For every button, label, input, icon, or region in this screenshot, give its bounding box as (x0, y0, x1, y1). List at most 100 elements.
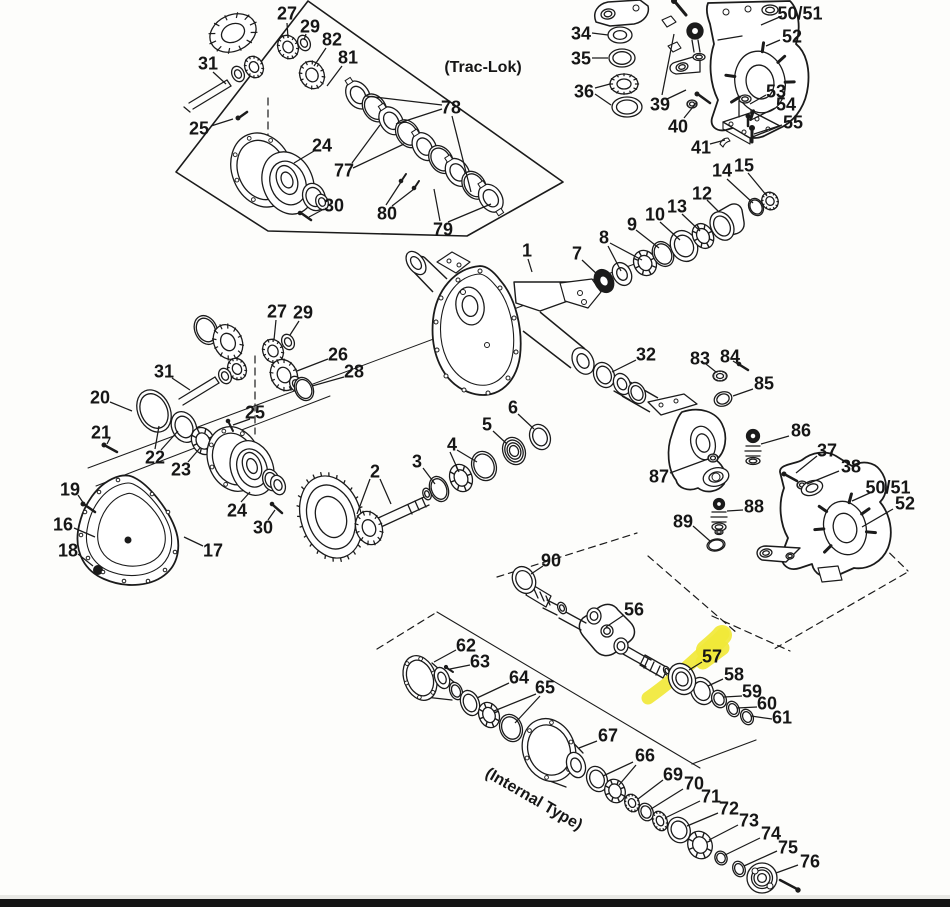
leader-line-9 (635, 229, 660, 249)
leader-line-78 (451, 115, 472, 193)
leader-line-56 (605, 614, 625, 628)
leader-line-54 (750, 107, 776, 121)
callout-30-8: 30 (324, 196, 344, 216)
callout-84-34: 84 (720, 347, 740, 367)
leader-line-2 (379, 478, 392, 505)
callout-35-13: 35 (571, 49, 591, 69)
leader-line-16 (73, 527, 96, 538)
leader-line-83 (705, 363, 717, 373)
leader-line-20 (109, 401, 133, 412)
callout-5-47: 5 (482, 415, 492, 435)
callout-82-2: 82 (322, 30, 342, 50)
leader-line-31 (171, 377, 191, 391)
leader-line-65 (493, 693, 537, 712)
callout-25-58: 25 (245, 403, 265, 423)
leader-line-8 (607, 245, 622, 272)
callout-4-46: 4 (447, 435, 457, 455)
leader-line-60 (736, 706, 758, 709)
callout-55-22: 55 (783, 113, 803, 133)
callout-7-30: 7 (572, 244, 582, 264)
callout-10-27: 10 (645, 205, 665, 225)
leader-line-21 (106, 437, 111, 445)
leader-line-78 (365, 95, 443, 106)
callout-27-49: 27 (267, 302, 287, 322)
leader-line-31 (212, 71, 227, 85)
leader-line-17 (183, 536, 204, 547)
leader-line-78 (395, 108, 443, 125)
leader-line-79 (433, 188, 441, 222)
leader-line-29 (303, 33, 307, 41)
leader-line-90 (530, 565, 544, 575)
part-drawings (76, 0, 892, 894)
callout-50/51-18: 50/51 (777, 4, 822, 24)
leader-line-12 (706, 199, 719, 212)
callout-80-9: 80 (377, 204, 397, 224)
callout-31-4: 31 (198, 54, 218, 74)
callout-64-74: 64 (509, 668, 529, 688)
leader-line-69 (637, 779, 664, 800)
callout-85-35: 85 (754, 374, 774, 394)
callout-34-12: 34 (571, 24, 591, 44)
callout-77-7: 77 (334, 161, 354, 181)
callout-28-52: 28 (344, 362, 364, 382)
leader-line-28 (311, 376, 345, 387)
leader-line-36 (594, 83, 611, 89)
leader-line-14 (726, 178, 754, 204)
leader-line-85 (732, 388, 754, 397)
leader-line-18 (77, 553, 94, 567)
callout-36-14: 36 (574, 82, 594, 102)
leader-line-22 (154, 425, 160, 450)
callout-57-67: 57 (702, 647, 722, 667)
leader-line-4 (449, 451, 460, 473)
callout-25-5: 25 (189, 119, 209, 139)
callout-18-63: 18 (58, 541, 78, 561)
callout-24-59: 24 (227, 501, 247, 521)
callout-1-31: 1 (522, 241, 532, 261)
leader-line-61 (750, 715, 773, 720)
leader-line-74 (724, 837, 761, 856)
callout-87-37: 87 (649, 467, 669, 487)
callout-54-21: 54 (776, 95, 796, 115)
leader-line-71 (664, 800, 701, 819)
leader-line-2 (356, 478, 371, 515)
leader-line-39 (661, 33, 675, 96)
leader-line-32 (611, 359, 637, 373)
callout-30-60: 30 (253, 518, 273, 538)
leader-line-63 (449, 664, 471, 670)
bottom-window-bar (0, 899, 950, 907)
callout-20-54: 20 (90, 388, 110, 408)
leader-line-39 (666, 89, 687, 100)
callout-32-32: 32 (636, 345, 656, 365)
leader-line-55 (753, 124, 783, 135)
callout-60-70: 60 (757, 694, 777, 714)
leader-line-67 (578, 740, 598, 749)
leader-line-40 (683, 101, 698, 119)
callout-81-3: 81 (338, 48, 358, 68)
leader-line-80 (391, 188, 415, 207)
callout-75-84: 75 (778, 838, 798, 858)
callout-8-29: 8 (599, 228, 609, 248)
leader-line-25 (232, 418, 251, 426)
leader-line-87 (669, 458, 709, 474)
callout-70-79: 70 (684, 774, 704, 794)
leader-line-34 (591, 32, 609, 36)
callout-65-75: 65 (535, 678, 555, 698)
leader-line-84 (732, 360, 742, 367)
callout-61-71: 61 (772, 708, 792, 728)
leader-line-66 (618, 764, 637, 786)
callout-52-43: 52 (895, 494, 915, 514)
callout-24-6: 24 (312, 136, 332, 156)
leader-line-79 (447, 203, 492, 223)
leader-line-72 (686, 812, 719, 827)
callout-38-41: 38 (841, 457, 861, 477)
callout-72-81: 72 (719, 799, 739, 819)
leader-line-41 (709, 139, 726, 145)
callout-88-38: 88 (744, 497, 764, 517)
callout-2-44: 2 (370, 462, 380, 482)
leader-line-4 (456, 449, 478, 463)
callout-89-39: 89 (673, 512, 693, 532)
callout-37-40: 37 (817, 441, 837, 461)
leader-line-73 (708, 824, 739, 841)
leader-line-38 (806, 470, 840, 485)
